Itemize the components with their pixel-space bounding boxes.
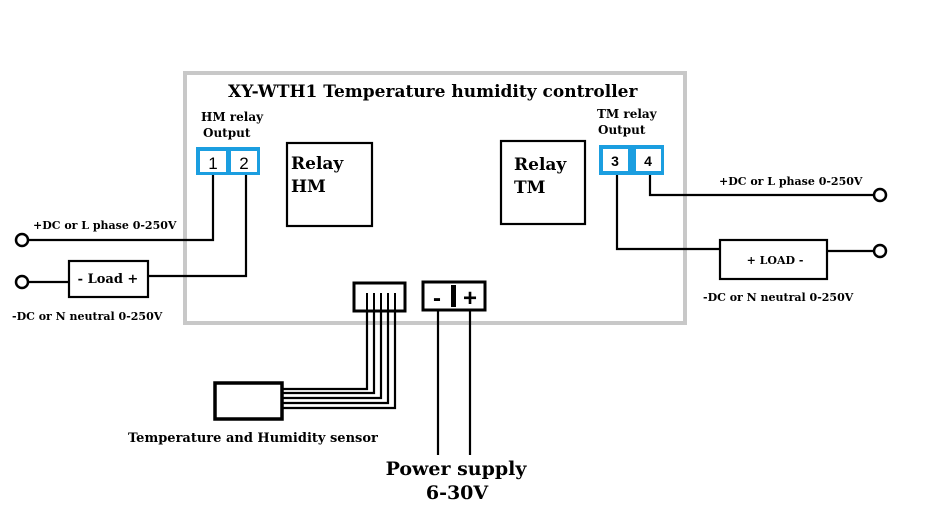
right-phase-terminal xyxy=(872,187,888,203)
power-terminal-block: - + xyxy=(421,280,487,312)
power-supply-label-line1: Power supply xyxy=(386,458,528,480)
left-phase-terminal xyxy=(14,232,30,248)
terminal-3 xyxy=(603,149,628,171)
left-load-label: - Load + xyxy=(78,272,139,287)
relay-tm-label-line2: TM xyxy=(514,178,546,198)
relay-hm-box xyxy=(285,141,374,228)
hm-output-label-line2: Output xyxy=(203,126,251,140)
relay-tm-box xyxy=(499,139,587,226)
left-load-wire xyxy=(148,175,248,278)
right-neutral-label: -DC or N neutral 0-250V xyxy=(703,291,854,304)
terminal-4-label: 4 xyxy=(644,153,652,169)
left-load-box xyxy=(67,259,150,299)
right-neutral-terminal xyxy=(872,243,888,259)
terminal-1-label: 1 xyxy=(208,154,217,173)
right-load-box xyxy=(718,238,829,281)
tm-terminal-block: 3 4 xyxy=(599,145,664,175)
left-phase-label: +DC or L phase 0-250V xyxy=(33,219,177,232)
terminal-2-label: 2 xyxy=(239,154,248,173)
right-load-label: + LOAD - xyxy=(747,254,804,267)
terminal-2 xyxy=(231,151,257,172)
sensor-label: Temperature and Humidity sensor xyxy=(128,431,378,446)
terminal-1 xyxy=(200,151,226,172)
right-phase-wire xyxy=(648,175,874,197)
hm-output-label-line1: HM relay xyxy=(201,110,264,124)
right-phase-label: +DC or L phase 0-250V xyxy=(719,175,863,188)
left-neutral-label: -DC or N neutral 0-250V xyxy=(12,310,163,323)
terminal-4 xyxy=(636,149,661,171)
left-neutral-terminal xyxy=(14,274,30,290)
diagram-title: XY-WTH1 Temperature humidity controller xyxy=(228,82,638,102)
left-phase-wire xyxy=(28,175,215,242)
sensor-connector xyxy=(352,281,407,313)
sensor-wires xyxy=(282,311,397,410)
relay-hm-label-line2: HM xyxy=(291,177,326,197)
tm-output-label-line1: TM relay xyxy=(597,107,658,121)
hm-terminal-block: 1 2 xyxy=(196,147,260,175)
relay-hm-label-line1: Relay xyxy=(291,154,344,174)
tm-output-label-line2: Output xyxy=(598,123,646,137)
right-load-wire xyxy=(615,175,720,251)
temperature-humidity-sensor xyxy=(213,381,284,421)
power-supply-label-line2: 6-30V xyxy=(426,482,490,504)
relay-tm-label-line1: Relay xyxy=(514,155,567,175)
power-plus-label: + xyxy=(463,285,477,312)
power-minus-label: - xyxy=(433,285,441,312)
terminal-3-label: 3 xyxy=(611,153,619,169)
